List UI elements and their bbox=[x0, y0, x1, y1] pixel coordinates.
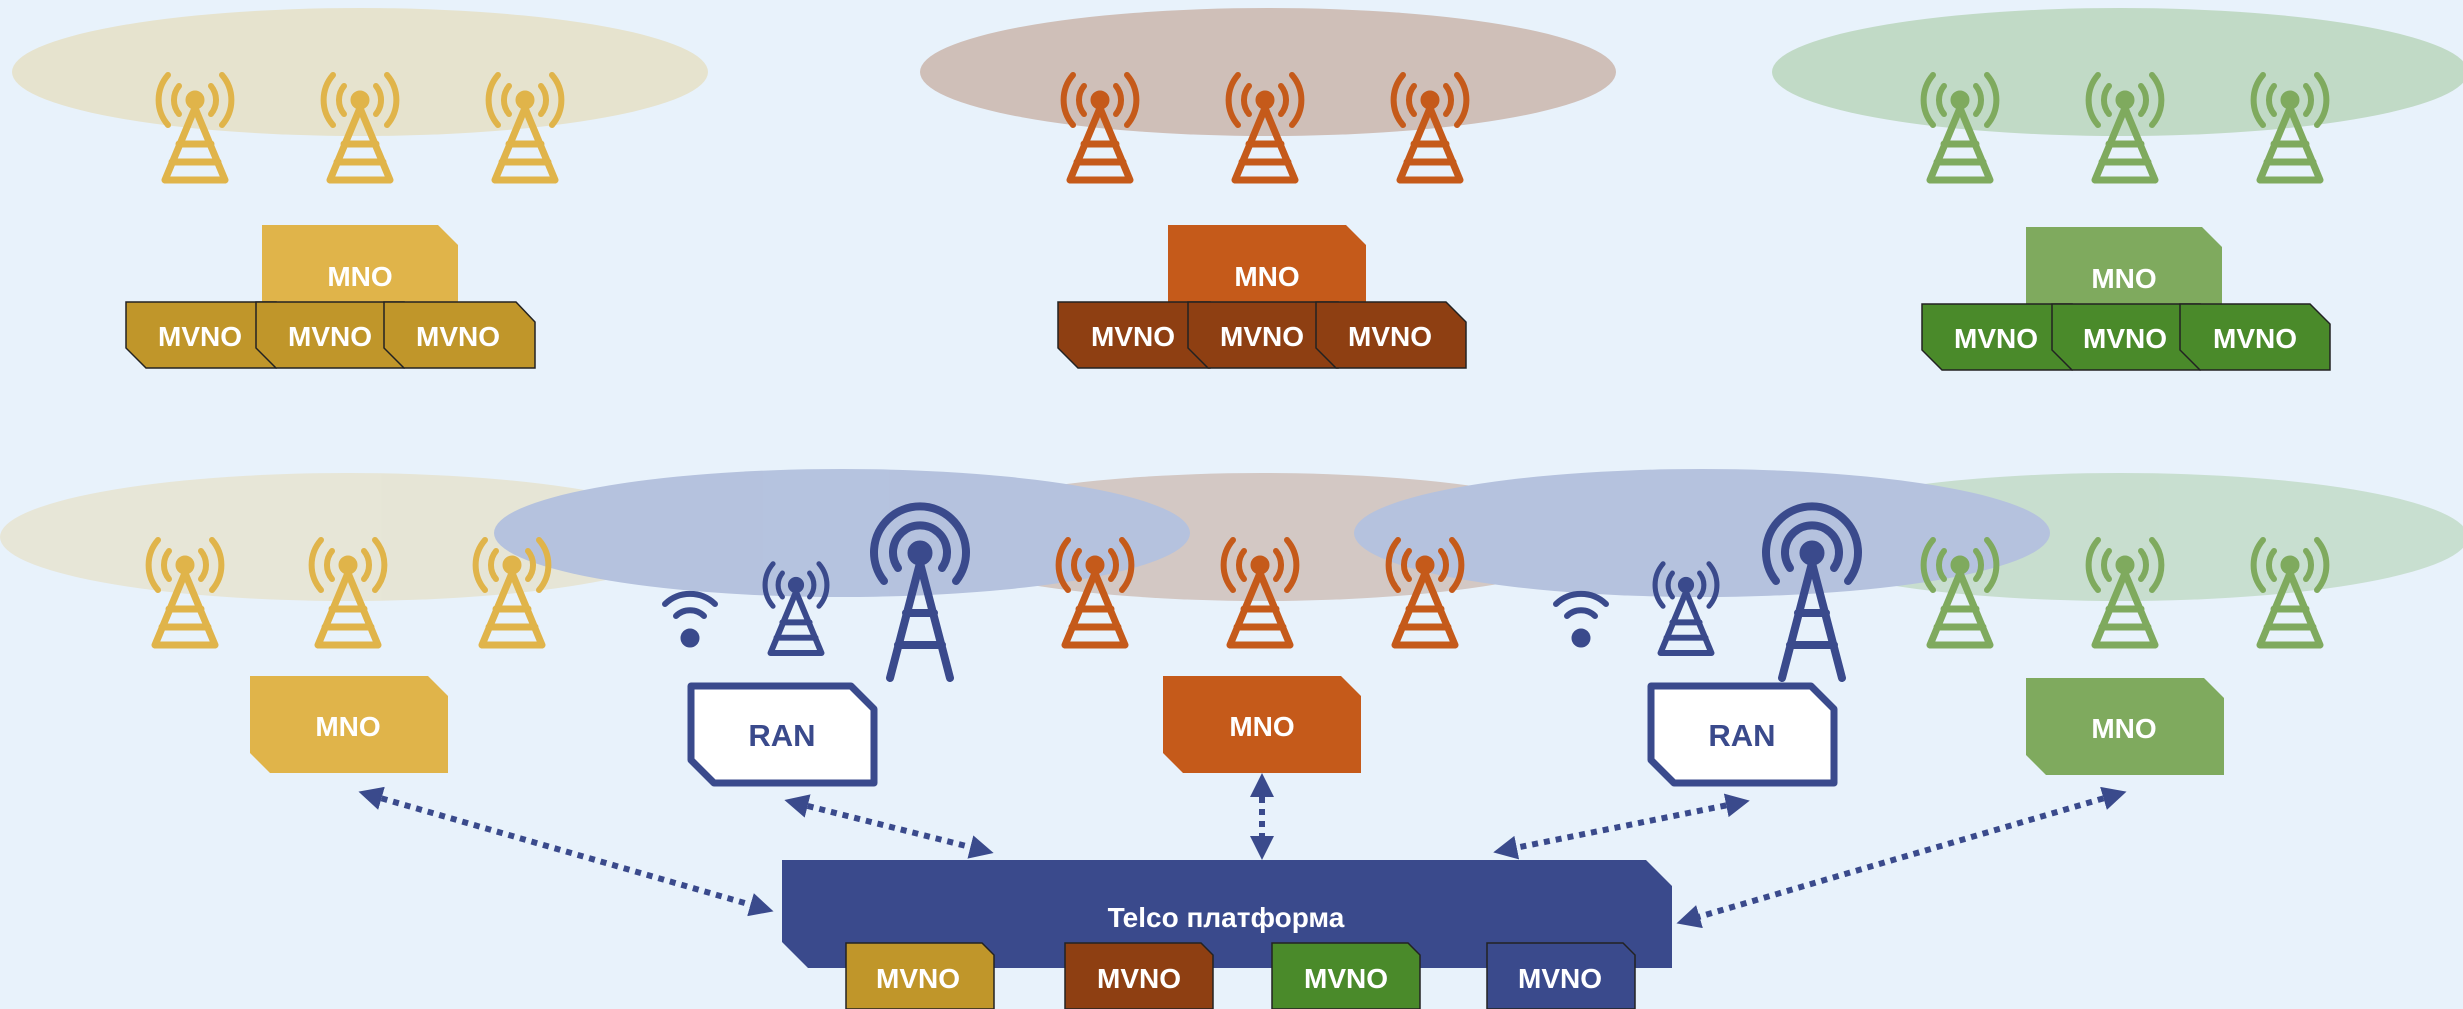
ran-label: RAN bbox=[748, 718, 815, 753]
platform-mvno-label: MVNO bbox=[1304, 963, 1388, 994]
mno-label: MNO bbox=[2091, 263, 2156, 294]
mvno-label: MVNO bbox=[158, 321, 242, 352]
mvno-card bbox=[255, 301, 405, 369]
mno-label: MNO bbox=[2091, 713, 2156, 744]
coverage-area-ran bbox=[1354, 469, 2050, 597]
mvno-card bbox=[2179, 303, 2331, 371]
platform-mvno-card bbox=[845, 942, 995, 1009]
mvno-card bbox=[1187, 301, 1339, 369]
mvno-label: MVNO bbox=[416, 321, 500, 352]
connector-arrow bbox=[1676, 786, 2127, 929]
mno-card bbox=[262, 225, 458, 302]
platform-mvno-card bbox=[1271, 942, 1421, 1009]
mvno-label: MVNO bbox=[1348, 321, 1432, 352]
mvno-label: MVNO bbox=[1954, 323, 2038, 354]
mno-label: MNO bbox=[315, 711, 380, 742]
mno-card bbox=[1168, 225, 1366, 302]
mno-card bbox=[250, 676, 448, 773]
coverage-area-ran bbox=[494, 469, 1190, 597]
mvno-label: MVNO bbox=[1091, 321, 1175, 352]
mvno-card bbox=[383, 301, 536, 369]
connector-arrow bbox=[1493, 793, 1750, 860]
platform-mvno-label: MVNO bbox=[1097, 963, 1181, 994]
mvno-card bbox=[1057, 301, 1211, 369]
mno-label: MNO bbox=[1229, 711, 1294, 742]
operator-group-yellow: MNO MVNO MVNO MVNO bbox=[125, 225, 536, 369]
mvno-card bbox=[1921, 303, 2073, 371]
operator-group-orange: MNO MVNO MVNO MVNO bbox=[1057, 225, 1467, 369]
telco-platform-title: Telco платформа bbox=[1108, 902, 1345, 933]
operator-group-green: MNO MVNO MVNO MVNO bbox=[1921, 227, 2331, 371]
connector-arrow bbox=[784, 794, 994, 859]
platform-mvno-card bbox=[1486, 942, 1636, 1009]
connector-arrow bbox=[358, 786, 774, 917]
mvno-label: MVNO bbox=[2083, 323, 2167, 354]
ran-box bbox=[1647, 682, 1838, 787]
mvno-card bbox=[2051, 303, 2201, 371]
coverage-area-yellow bbox=[0, 473, 696, 601]
platform-mvno-label: MVNO bbox=[876, 963, 960, 994]
ran-box bbox=[687, 682, 878, 787]
coverage-area-yellow bbox=[12, 8, 708, 136]
telco-platform-box bbox=[782, 860, 1672, 968]
wifi-icon bbox=[1556, 594, 1606, 647]
mno-card bbox=[2026, 227, 2222, 304]
coverage-area-green bbox=[1772, 8, 2463, 136]
platform-mvno-label: MVNO bbox=[1518, 963, 1602, 994]
wifi-icon bbox=[665, 594, 715, 647]
mvno-label: MVNO bbox=[2213, 323, 2297, 354]
mvno-label: MVNO bbox=[1220, 321, 1304, 352]
platform-mvno-card bbox=[1064, 942, 1214, 1009]
mno-card bbox=[2026, 678, 2224, 775]
mvno-card bbox=[125, 301, 277, 369]
ran-label: RAN bbox=[1708, 718, 1775, 753]
mvno-label: MVNO bbox=[288, 321, 372, 352]
mno-card bbox=[1163, 676, 1361, 773]
mno-label: MNO bbox=[1234, 261, 1299, 292]
mvno-card bbox=[1315, 301, 1467, 369]
mno-label: MNO bbox=[327, 261, 392, 292]
